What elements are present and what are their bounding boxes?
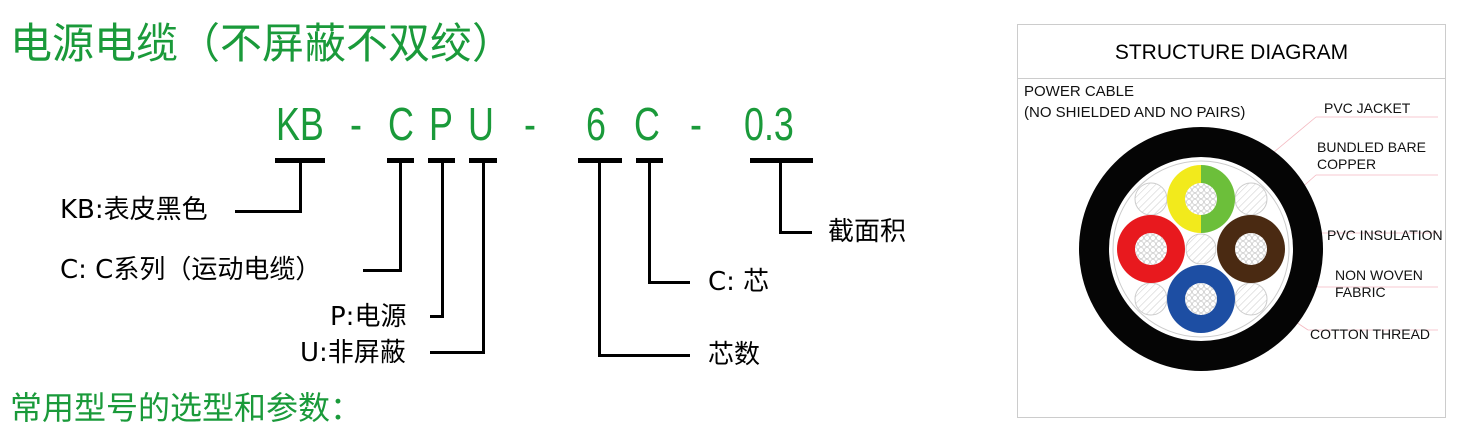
code-c2: C [634,98,660,150]
label-cross-section: 截面积 [828,217,907,247]
leader-line [399,160,402,272]
code-size: 0.3 [744,98,794,150]
cable-cross-section [1079,116,1438,371]
label-core: C: 芯 [708,267,770,297]
code-c: C [388,98,414,150]
code-p: P [429,98,453,150]
leader-line [779,231,812,234]
part-fabric-2: FABRIC [1335,284,1386,300]
leader-line [648,281,690,284]
leader-line [430,315,444,318]
core-yellow-green [1167,165,1235,233]
leader-line [363,269,402,272]
cable-type-line1: POWER CABLE [1024,83,1135,100]
selection-heading: 常用型号的选型和参数： [10,389,363,427]
leader-line [482,160,485,354]
page-title: 电源电缆（不屏蔽不双绞） [10,19,515,68]
code-core-count: 6 [586,98,606,150]
code-u: U [468,98,494,150]
leader-line [598,354,690,357]
leader-line [598,160,601,357]
label-kb: KB:表皮黑色 [60,195,208,225]
leader-line [299,160,302,213]
core-blue [1167,265,1235,333]
label-c-series: C: C系列（运动电缆） [60,255,322,285]
part-pvc-insulation: PVC INSULATION [1327,227,1443,243]
part-cotton-thread: COTTON THREAD [1310,326,1431,342]
leader-line [441,160,444,318]
part-copper-2: COPPER [1317,156,1377,172]
leader-line [430,351,485,354]
part-fabric-1: NON WOVEN [1335,267,1423,283]
leader-line [779,160,782,234]
part-copper-1: BUNDLED BARE [1317,139,1426,155]
code-dash-2: - [524,98,536,150]
leader-line [235,210,302,213]
core-red [1117,215,1185,283]
diagram-title: STRUCTURE DIAGRAM [1018,25,1445,79]
cable-type-line2: (NO SHIELDED AND NO PAIRS) [1024,104,1246,121]
label-power: P:电源 [330,302,407,332]
code-dash-1: - [350,98,362,150]
part-pvc-jacket: PVC JACKET [1324,100,1411,116]
core-brown [1217,215,1285,283]
label-unshielded: U:非屏蔽 [300,338,406,368]
structure-diagram: STRUCTURE DIAGRAM POWER CABLE (NO SHIELD… [1017,24,1446,418]
label-core-count: 芯数 [708,340,761,370]
code-kb: KB [276,98,324,150]
leader-line [648,160,651,284]
code-dash-3: - [690,98,702,150]
